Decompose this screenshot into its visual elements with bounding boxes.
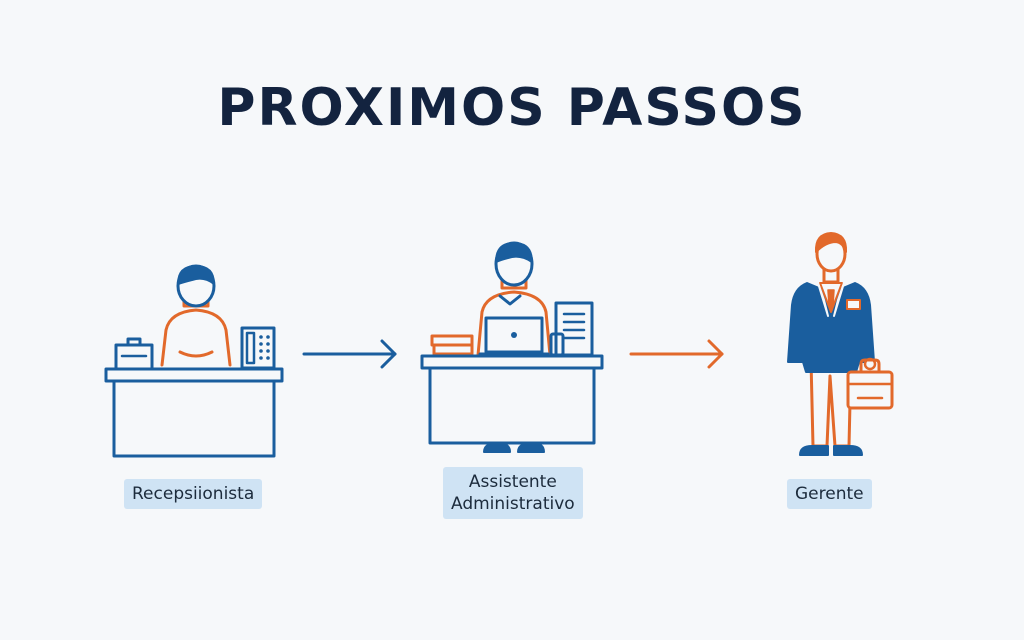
- arrow-right-icon: [629, 339, 724, 369]
- manager-with-briefcase-icon: [787, 232, 894, 456]
- step-label-line: Administrativo: [451, 494, 575, 514]
- step-label-administrative-assistant: Assistente Administrativo: [443, 467, 583, 519]
- step-label-manager: Gerente: [787, 479, 872, 509]
- step-label-receptionist: Recepsiionista: [124, 479, 263, 509]
- receptionist-desk-icon: [104, 264, 284, 458]
- step-label-line: Assistente: [468, 472, 557, 492]
- page-title: PROXIMOS PASSOS: [217, 78, 807, 138]
- administrative-assistant-desk-icon: [420, 241, 604, 453]
- arrow-right-icon: [302, 339, 397, 369]
